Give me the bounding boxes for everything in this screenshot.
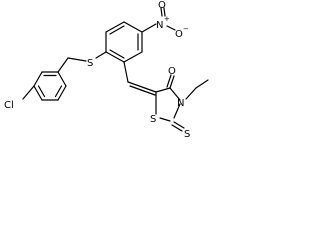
nitro-o-side-charge: − — [183, 25, 189, 33]
chlorophenyl-ring — [33, 71, 67, 101]
double-bond-inner — [37, 85, 46, 98]
double-bond-inner — [109, 49, 125, 59]
nitrophenyl-ring — [105, 21, 143, 63]
n-o-bond — [166, 25, 176, 31]
chemical-structure: Cl S N + O O − — [0, 0, 211, 142]
n-o-bond — [163, 7, 166, 17]
ring-s-label: S — [150, 114, 156, 125]
double-bond-inner — [54, 85, 63, 98]
nitro-o-top-label: O — [158, 0, 166, 11]
ethyl-bond — [195, 79, 209, 89]
chlorine-label: Cl — [4, 100, 14, 111]
ch2-s-bond — [67, 57, 87, 62]
bond — [33, 85, 43, 101]
n-ethyl-bond — [185, 87, 197, 100]
carbonyl-o-label: O — [168, 66, 176, 77]
thione-bond — [173, 121, 185, 129]
c-cl-bond — [22, 85, 35, 100]
bond — [169, 87, 181, 101]
ring-vinyl-bond — [123, 61, 129, 83]
bond — [57, 85, 67, 101]
thioether-s-label: S — [87, 58, 93, 69]
nitro-n-label: N — [156, 20, 163, 31]
bond — [123, 21, 143, 33]
carbonyl-bond — [169, 75, 175, 89]
s-ring-bond — [95, 51, 107, 59]
thione-bond — [171, 124, 183, 132]
ring-ch2-bond — [57, 57, 69, 73]
vinyl-double-bond-inner — [129, 85, 156, 96]
bond — [155, 87, 171, 93]
bond — [159, 117, 171, 122]
nitro-o-side-label: O — [175, 29, 183, 40]
structure-svg: Cl S N + O O − — [4, 0, 209, 140]
bond — [105, 51, 125, 63]
thione-s-label: S — [184, 129, 190, 140]
bond — [123, 51, 143, 63]
nitro-n-charge: + — [164, 15, 170, 23]
bond — [173, 103, 181, 119]
ring-n-label: N — [177, 98, 184, 109]
vinyl-double-bond — [127, 81, 157, 93]
ring-nitro-bond — [141, 23, 157, 33]
double-bond-inner — [109, 25, 125, 35]
carbonyl-bond — [166, 74, 172, 88]
n-o-bond — [160, 7, 163, 17]
bond — [33, 71, 43, 87]
bond — [105, 21, 125, 33]
thiazolidinone-ring — [155, 87, 181, 122]
bond — [57, 71, 67, 87]
